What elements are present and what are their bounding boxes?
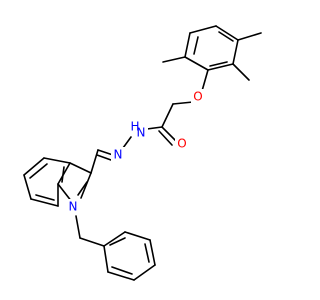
- bond: [232, 39, 239, 65]
- indole-bonds: [23, 157, 92, 207]
- bond: [103, 245, 109, 273]
- bond: [111, 266, 133, 275]
- bond: [107, 271, 135, 281]
- atom-amide-hydrogen: H: [130, 120, 139, 134]
- atom-imine-nitrogen: N: [114, 148, 123, 162]
- bond: [23, 174, 32, 200]
- bond: [172, 101, 194, 105]
- bond: [79, 237, 105, 247]
- bond: [162, 56, 186, 63]
- atom-indole-nitrogen: N: [69, 200, 78, 214]
- bond: [237, 32, 262, 41]
- bond: [193, 36, 199, 55]
- atom-ether-oxygen: O: [193, 90, 202, 104]
- bond: [103, 231, 126, 247]
- bond: [201, 69, 209, 92]
- bond: [69, 162, 92, 174]
- bond: [144, 243, 150, 263]
- bond: [146, 126, 163, 130]
- bond: [96, 154, 112, 161]
- bond: [218, 31, 234, 42]
- chain-bonds: [90, 69, 209, 174]
- bond: [189, 25, 217, 34]
- bond: [209, 61, 228, 67]
- bond: [30, 198, 59, 207]
- bond: [207, 63, 234, 71]
- benzyl-bonds: [75, 215, 156, 281]
- bond: [184, 56, 209, 71]
- aryl-ring-bonds: [162, 25, 262, 81]
- bond: [80, 172, 92, 199]
- bond: [133, 264, 156, 281]
- bond: [232, 63, 250, 81]
- bond: [158, 130, 173, 146]
- bond: [161, 126, 177, 142]
- bond: [161, 103, 174, 128]
- bond: [43, 157, 71, 164]
- bond: [149, 239, 156, 266]
- bond: [23, 157, 45, 176]
- bond: [61, 166, 65, 183]
- molecule-canvas: O O H N N N: [23, 25, 262, 281]
- molecule-structure: O O H N N N: [23, 25, 262, 281]
- bond: [90, 149, 99, 174]
- bond: [35, 194, 55, 201]
- bond: [124, 231, 151, 241]
- bond: [122, 136, 132, 149]
- bond: [75, 215, 81, 239]
- atom-carbonyl-oxygen: O: [177, 137, 186, 151]
- atom-amide-nitrogen: N: [137, 126, 146, 140]
- bond: [109, 237, 126, 246]
- bond: [29, 163, 48, 179]
- bond: [97, 149, 114, 156]
- atom-labels: O O H N N N: [66, 89, 205, 215]
- bond: [184, 32, 191, 58]
- bond: [57, 162, 71, 185]
- bond: [77, 181, 88, 196]
- bond: [215, 25, 239, 41]
